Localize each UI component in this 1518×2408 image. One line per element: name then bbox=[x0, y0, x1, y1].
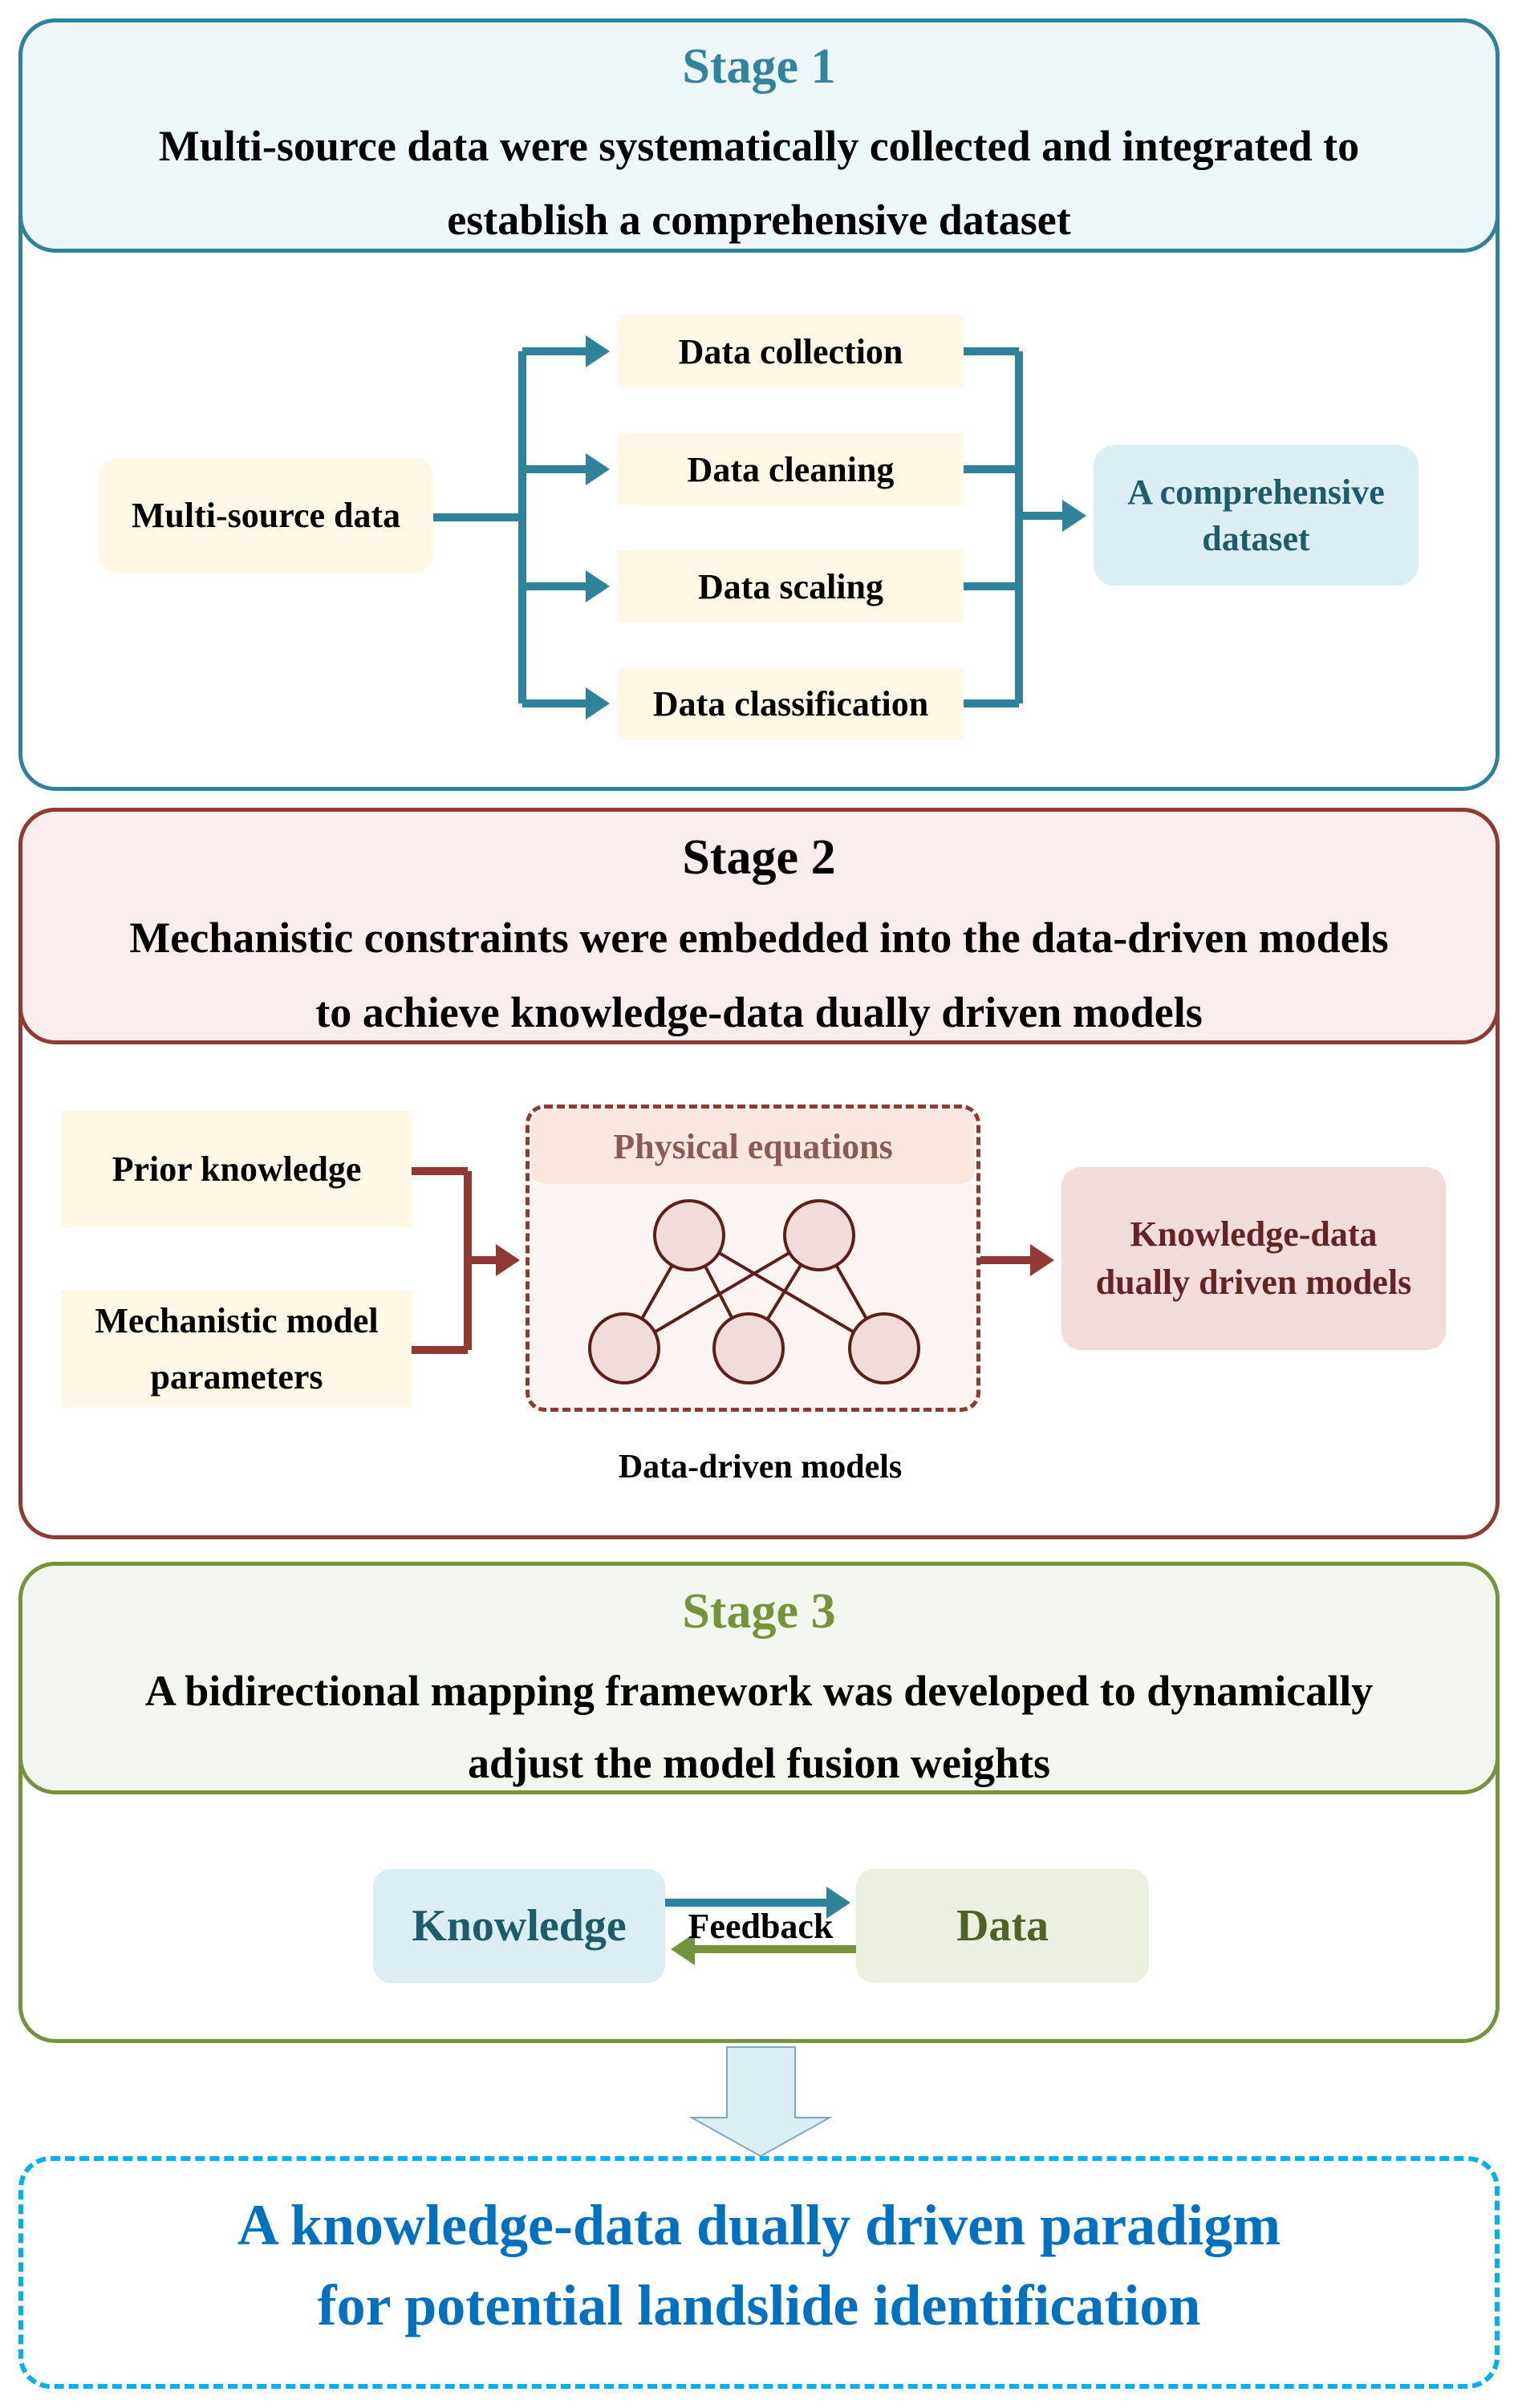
dual-model-label-line2: dually driven models bbox=[1095, 1263, 1412, 1302]
knowledge-label: Knowledge bbox=[412, 1901, 627, 1951]
dual-model-label-line1: Knowledge-data bbox=[1130, 1214, 1378, 1254]
data-driven-models-caption: Data-driven models bbox=[618, 1449, 903, 1486]
final-paradigm-box bbox=[18, 2156, 1500, 2389]
prior-knowledge-label: Prior knowledge bbox=[112, 1149, 362, 1189]
step-label: Data cleaning bbox=[687, 449, 895, 489]
knowledge-box: Knowledge bbox=[373, 1869, 665, 1983]
stage2-desc-line2: to achieve knowledge-data dually driven … bbox=[315, 988, 1203, 1036]
stage1-desc-line1: Multi-source data were systematically co… bbox=[158, 122, 1360, 170]
step-data-collection: Data collection bbox=[618, 315, 964, 387]
stage3-desc-line2: adjust the model fusion weights bbox=[467, 1739, 1051, 1787]
comprehensive-dataset-box: A comprehensive dataset bbox=[1094, 445, 1419, 586]
final-paradigm-line2: for potential landslide identification bbox=[317, 2273, 1201, 2337]
mechanistic-label-line2: parameters bbox=[150, 1356, 323, 1397]
stage2-desc-line1: Mechanistic constraints were embedded in… bbox=[129, 914, 1389, 962]
multi-source-data-label: Multi-source data bbox=[131, 495, 401, 535]
stage3-desc-line1: A bidirectional mapping framework was de… bbox=[144, 1667, 1374, 1715]
prior-knowledge-box: Prior knowledge bbox=[62, 1111, 412, 1227]
stage1-header: Stage 1 Multi-source data were systemati… bbox=[18, 18, 1500, 253]
mechanistic-parameters-box: Mechanistic model parameters bbox=[62, 1291, 412, 1407]
dataset-label-line1: A comprehensive bbox=[1127, 472, 1385, 512]
final-paradigm-line1: A knowledge-data dually driven paradigm bbox=[237, 2193, 1281, 2257]
step-label: Data scaling bbox=[698, 566, 883, 606]
data-label: Data bbox=[956, 1901, 1049, 1951]
stage1-title: Stage 1 bbox=[682, 39, 836, 94]
stage2-header: Stage 2 Mechanistic constraints were emb… bbox=[18, 808, 1500, 1044]
physical-equations-label: Physical equations bbox=[613, 1127, 893, 1166]
multi-source-data-box: Multi-source data bbox=[99, 458, 433, 573]
stage2-title: Stage 2 bbox=[682, 830, 836, 885]
step-data-classification: Data classification bbox=[618, 667, 964, 740]
step-label: Data collection bbox=[678, 331, 903, 371]
stage3-title: Stage 3 bbox=[682, 1584, 836, 1639]
dual-driven-models-box: Knowledge-data dually driven models bbox=[1061, 1167, 1446, 1350]
step-data-scaling: Data scaling bbox=[618, 550, 964, 622]
feedback-label: Feedback bbox=[688, 1906, 834, 1946]
data-box: Data bbox=[856, 1869, 1149, 1983]
stage1-desc-line2: establish a comprehensive dataset bbox=[447, 196, 1071, 244]
down-arrow-shape bbox=[688, 2046, 833, 2158]
stage3-header: Stage 3 A bidirectional mapping framewor… bbox=[18, 1562, 1500, 1794]
step-data-cleaning: Data cleaning bbox=[618, 433, 964, 505]
step-label: Data classification bbox=[652, 683, 929, 724]
dataset-label-line2: dataset bbox=[1202, 518, 1310, 558]
mechanistic-label-line1: Mechanistic model bbox=[95, 1300, 379, 1340]
physical-equations-band: Physical equations bbox=[531, 1109, 975, 1184]
